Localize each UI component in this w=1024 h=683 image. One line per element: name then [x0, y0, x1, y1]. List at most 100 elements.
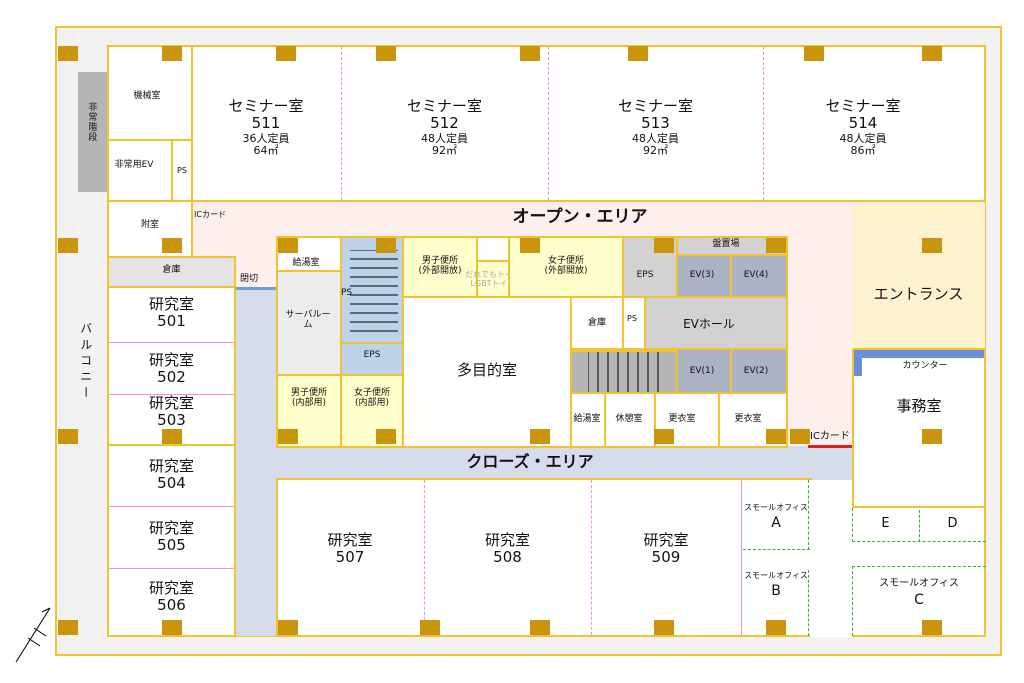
- core-stairs: [342, 238, 402, 342]
- small-office-b-letter: B: [771, 583, 781, 599]
- column: [922, 429, 942, 444]
- small-office-e-letter: E: [881, 516, 890, 531]
- ic-card-mid-label: ICカード: [810, 431, 850, 442]
- eps-core-label: EPS: [363, 350, 381, 360]
- lab-504-name: 研究室: [148, 457, 194, 475]
- column: [162, 238, 182, 253]
- seminar-513-number: 513: [641, 114, 670, 133]
- column: [530, 429, 550, 444]
- lab-div-5: [109, 568, 234, 569]
- seminar-512-area: 92㎡: [432, 144, 457, 158]
- seminar-511-area: 64㎡: [253, 144, 279, 158]
- column: [420, 620, 440, 635]
- column: [790, 429, 810, 444]
- womens-ext-label: 女子便所 (外部開放): [544, 256, 588, 277]
- bottom-div-2: [591, 480, 592, 635]
- emergency-stairs-label: 非常階段: [86, 102, 97, 142]
- lab-501: 研究室 501: [107, 295, 236, 331]
- seminar-divider-3: [763, 47, 764, 200]
- lab-501-name: 研究室: [148, 295, 194, 313]
- column: [278, 238, 298, 253]
- column: [520, 46, 540, 61]
- closed-area-vertical: [236, 288, 276, 636]
- lab-507-number: 507: [335, 548, 365, 567]
- seminar-514-capacity: 48人定員: [839, 131, 887, 145]
- seminar-514: セミナー室 514 48人定員 86㎡: [763, 97, 963, 158]
- lab-div-2: [109, 394, 234, 395]
- column: [162, 46, 182, 61]
- ic-card-mid-line: [808, 445, 852, 448]
- seminar-511-name: セミナー室: [228, 97, 304, 115]
- lab-503: 研究室 503: [107, 394, 236, 430]
- column: [58, 429, 78, 444]
- closed-area-corridor: [236, 446, 853, 480]
- open-area-label: オープン・エリア: [512, 207, 648, 227]
- mens-ext-label: 男子便所 (外部開放): [418, 256, 462, 277]
- mens-int: [276, 374, 342, 448]
- lab-506: 研究室 506: [107, 579, 236, 615]
- column: [654, 620, 674, 635]
- lab-507-name: 研究室: [327, 531, 373, 549]
- office-room: [852, 348, 986, 508]
- lab-508: 研究室 508: [424, 531, 591, 567]
- small-office-d-letter: D: [947, 516, 958, 531]
- office-label: 事務室: [896, 397, 942, 415]
- partition-label: 閉切: [240, 274, 259, 284]
- emergency-ev-room: [107, 139, 173, 202]
- lab-506-number: 506: [157, 596, 186, 615]
- ev4: [730, 254, 788, 298]
- lgbt-label: だれでもトイレ LGBTトイレ: [465, 270, 521, 289]
- bottom-div-3: [741, 480, 742, 635]
- bottom-lab-row: [276, 478, 812, 637]
- counter-label: カウンター: [902, 361, 948, 371]
- server-room: [276, 270, 342, 376]
- column: [766, 620, 786, 635]
- lab-505-number: 505: [157, 536, 186, 555]
- seminar-511-number: 511: [251, 114, 281, 133]
- column: [376, 46, 396, 61]
- lab-502-name: 研究室: [148, 351, 194, 369]
- lab-504: 研究室 504: [107, 457, 236, 493]
- ev4-label: EV(4): [743, 270, 769, 280]
- lab-509-number: 509: [651, 548, 681, 567]
- ps-top-label: PS: [177, 166, 187, 175]
- lgbt-toilet: [476, 260, 510, 298]
- seminar-513-area: 92㎡: [643, 144, 668, 158]
- lab-div-1: [109, 342, 234, 343]
- column: [278, 429, 298, 444]
- column: [376, 238, 396, 253]
- outer-right-wall: [985, 52, 1002, 632]
- column: [376, 429, 396, 444]
- ev3: [676, 254, 732, 298]
- lab-504-number: 504: [157, 474, 186, 493]
- small-office-c-box: [852, 566, 986, 636]
- seminar-511-capacity: 36人定員: [242, 131, 290, 145]
- womens-int-label: 女子便所 (内部用): [353, 388, 390, 409]
- column: [922, 620, 942, 635]
- lab-507: 研究室 507: [276, 531, 424, 567]
- column: [766, 238, 786, 253]
- mens-ext: [402, 236, 478, 298]
- partition-line: [236, 287, 276, 290]
- lab-505: 研究室 505: [107, 519, 236, 555]
- bottom-div-green-v1: [808, 480, 809, 550]
- lab-505-name: 研究室: [148, 519, 194, 537]
- column: [58, 620, 78, 635]
- column: [162, 620, 182, 635]
- north-arrow-icon: [15, 607, 51, 663]
- seminar-512-number: 512: [430, 114, 459, 133]
- lab-503-name: 研究室: [148, 394, 194, 412]
- storage-mid-label: 倉庫: [587, 318, 606, 328]
- small-office-c-letter: C: [914, 592, 924, 608]
- seminar-514-name: セミナー室: [825, 97, 901, 115]
- column: [276, 46, 296, 61]
- column: [654, 238, 674, 253]
- lab-502: 研究室 502: [107, 351, 236, 387]
- seminar-row: [191, 45, 986, 202]
- rest-room-label: 休憩室: [615, 414, 643, 424]
- balcony-label: バルコニー: [78, 322, 93, 402]
- locker2-label: 更衣室: [734, 414, 762, 424]
- seminar-513-capacity: 48人定員: [632, 131, 679, 145]
- eps-core: [340, 342, 404, 376]
